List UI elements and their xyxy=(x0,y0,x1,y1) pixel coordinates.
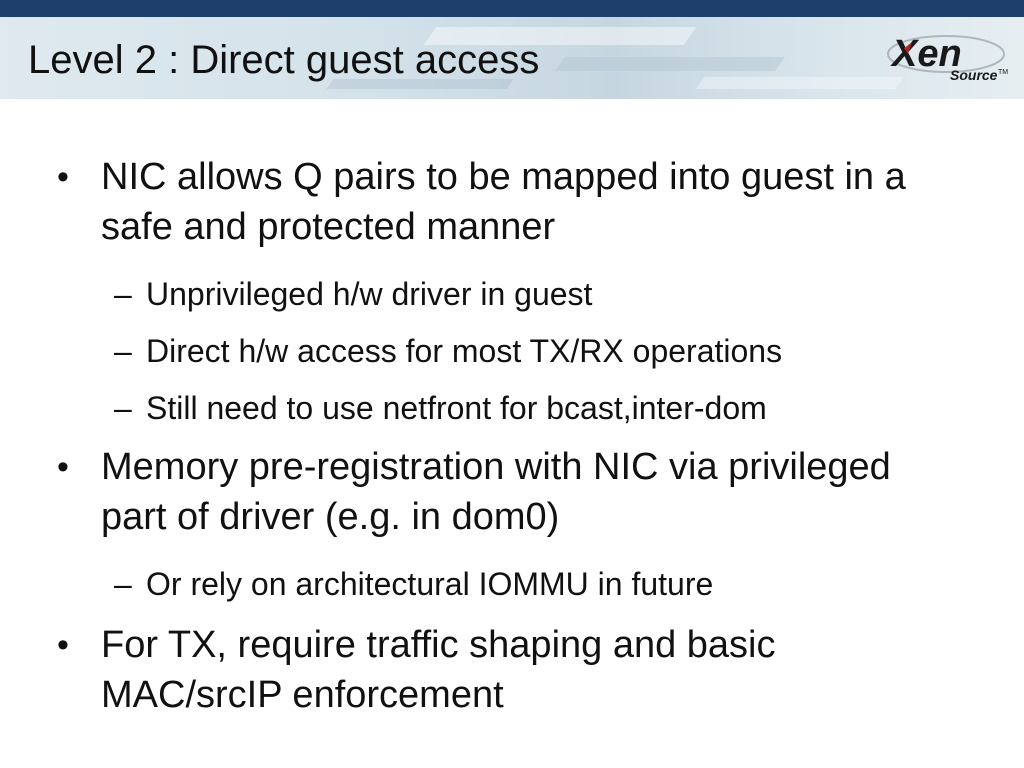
bullet-item: • For TX, require traffic shaping and ba… xyxy=(57,620,981,720)
logo-trademark: TM xyxy=(998,69,1008,76)
sub-bullet-text: Still need to use netfront for bcast,int… xyxy=(146,390,767,426)
sub-bullet-item: – Unprivileged h/w driver in guest xyxy=(114,274,593,314)
header-band xyxy=(0,17,1024,99)
bullet-text: Memory pre-registration with NIC via pri… xyxy=(101,446,891,538)
logo-submark: Source xyxy=(950,67,998,83)
logo-wordmark: Xen xyxy=(890,33,962,75)
bullet-marker: • xyxy=(57,158,69,196)
sub-bullet-marker: – xyxy=(114,390,132,426)
sub-bullet-item: – Or rely on architectural IOMMU in futu… xyxy=(114,564,714,604)
bullet-item: • Memory pre-registration with NIC via p… xyxy=(57,442,981,542)
sub-bullet-marker: – xyxy=(114,566,132,602)
xen-source-logo: Xen Source TM xyxy=(887,33,1008,83)
sub-bullet-item: – Still need to use netfront for bcast,i… xyxy=(114,388,767,428)
bullet-text: For TX, require traffic shaping and basi… xyxy=(101,624,776,716)
bullet-item: • NIC allows Q pairs to be mapped into g… xyxy=(57,152,981,252)
sub-bullet-marker: – xyxy=(114,333,132,369)
top-bar xyxy=(0,0,1024,17)
sub-bullet-marker: – xyxy=(114,276,132,312)
bullet-marker: • xyxy=(57,626,69,664)
sub-bullet-item: – Direct h/w access for most TX/RX opera… xyxy=(114,331,783,371)
bullet-text: NIC allows Q pairs to be mapped into gue… xyxy=(101,156,906,248)
sub-bullet-text: Direct h/w access for most TX/RX operati… xyxy=(146,333,783,369)
sub-bullet-text: Or rely on architectural IOMMU in future xyxy=(146,566,714,602)
sub-bullet-text: Unprivileged h/w driver in guest xyxy=(146,276,593,312)
slide-title: Level 2 : Direct guest access xyxy=(28,38,540,82)
bullet-marker: • xyxy=(57,448,69,486)
